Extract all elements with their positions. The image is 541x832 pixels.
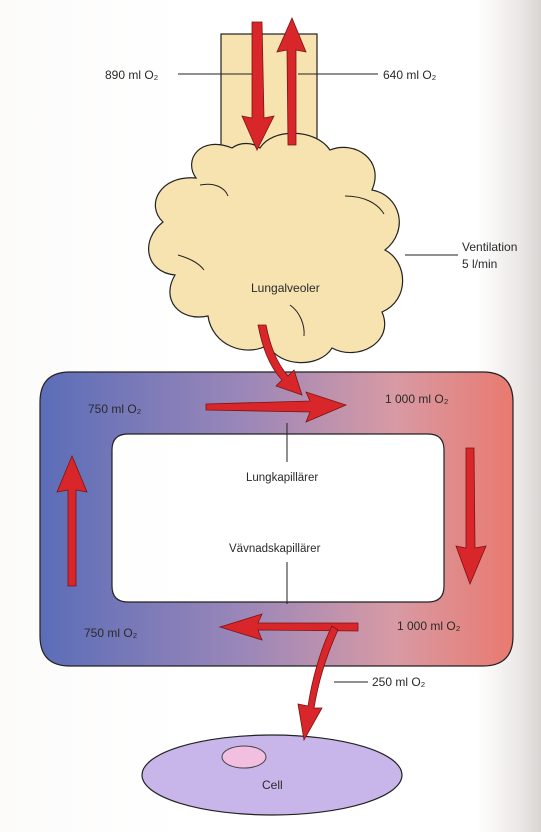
bottom-right-o2-label: 1 000 ml O₂	[397, 619, 461, 633]
lungalveoler-label: Lungalveoler	[251, 281, 320, 295]
top-right-o2-label: 1 000 ml O₂	[385, 392, 449, 406]
cell-label: Cell	[262, 778, 283, 792]
exhaled-o2-label: 640 ml O₂	[383, 68, 437, 82]
bottom-flow-arrow	[218, 613, 359, 641]
ventilation-label: Ventilation	[462, 240, 517, 254]
lungkapillarer-label: Lungkapillärer	[246, 472, 318, 484]
cell-uptake-label: 250 ml O₂	[372, 675, 426, 689]
circulation-loop	[39, 371, 514, 667]
lung-alveoli-cloud	[148, 132, 404, 364]
cell	[141, 734, 403, 816]
top-flow-arrow	[205, 391, 348, 423]
right-flow-arrow	[455, 447, 487, 586]
vavnadskapillarer-label: Vävnadskapillärer	[229, 543, 321, 555]
top-left-o2-label: 750 ml O₂	[88, 402, 142, 416]
inhale-arrow	[241, 21, 275, 151]
exhale-arrow	[276, 16, 307, 146]
cell-nucleus	[221, 745, 267, 769]
ventilation-rate-label: 5 l/min	[462, 257, 497, 271]
bottom-left-o2-label: 750 ml O₂	[84, 626, 138, 640]
inhaled-o2-label: 890 ml O₂	[105, 68, 159, 82]
alveoli-to-blood-arrow	[257, 324, 303, 396]
left-flow-arrow	[56, 454, 88, 587]
blood-to-cell-arrow	[297, 625, 339, 742]
